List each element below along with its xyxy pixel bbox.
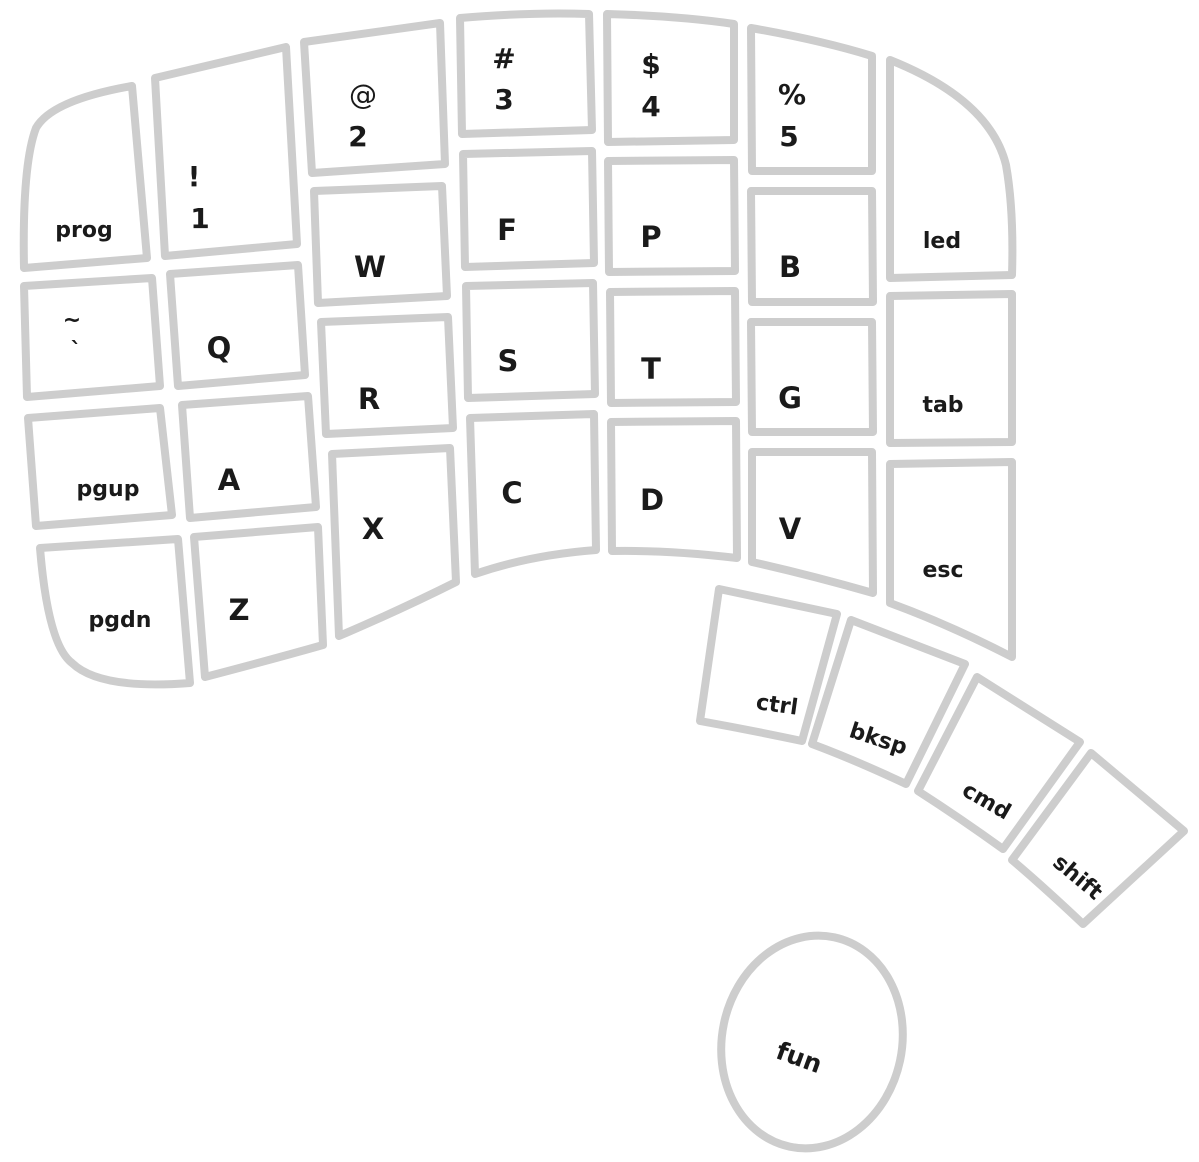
key-prog[interactable]: prog bbox=[19, 82, 151, 272]
key-b[interactable]: B bbox=[747, 187, 877, 306]
key-f-label: F bbox=[497, 213, 517, 247]
key-esc-label: esc bbox=[922, 558, 963, 583]
key-4-shift-label: $ bbox=[641, 48, 660, 81]
key-g-label: G bbox=[778, 381, 802, 415]
key-x[interactable]: X bbox=[328, 444, 460, 640]
key-c-label: C bbox=[501, 476, 522, 510]
key-w-label: W bbox=[354, 250, 386, 284]
key-g[interactable]: G bbox=[747, 318, 877, 436]
key-c[interactable]: C bbox=[466, 410, 600, 578]
key-led-label: led bbox=[923, 229, 961, 254]
key-led[interactable]: led bbox=[886, 56, 1017, 282]
key-tab[interactable]: tab bbox=[886, 290, 1016, 447]
key-r-label: R bbox=[358, 382, 380, 416]
key-pgdn[interactable]: pgdn bbox=[36, 535, 194, 689]
key-x-label: X bbox=[362, 512, 384, 546]
key-p-label: P bbox=[640, 220, 661, 254]
key-t-label: T bbox=[641, 352, 661, 386]
key-fun[interactable]: fun bbox=[702, 919, 923, 1162]
key-1-base-label: 1 bbox=[190, 202, 209, 235]
key-grave-base-label: ` bbox=[71, 339, 82, 364]
key-3[interactable]: # 3 bbox=[456, 9, 596, 138]
key-p[interactable]: P bbox=[604, 156, 739, 276]
key-ctrl-label: ctrl bbox=[754, 690, 799, 721]
key-z[interactable]: Z bbox=[190, 523, 327, 681]
key-a-label: A bbox=[218, 463, 241, 497]
key-a[interactable]: A bbox=[178, 392, 320, 522]
key-d-label: D bbox=[640, 483, 664, 517]
key-pgup-label: pgup bbox=[77, 477, 140, 502]
key-s[interactable]: S bbox=[462, 279, 599, 402]
key-2[interactable]: @ 2 bbox=[300, 19, 449, 177]
key-esc[interactable]: esc bbox=[886, 458, 1016, 661]
key-b-label: B bbox=[779, 250, 801, 284]
key-5[interactable]: % 5 bbox=[747, 24, 876, 175]
key-3-shift-label: # bbox=[492, 42, 515, 75]
key-z-label: Z bbox=[228, 593, 249, 627]
key-q[interactable]: Q bbox=[166, 261, 309, 390]
key-shift[interactable]: shift bbox=[1008, 749, 1188, 928]
key-t[interactable]: T bbox=[606, 287, 740, 407]
key-4-base-label: 4 bbox=[641, 90, 660, 123]
key-q-label: Q bbox=[207, 331, 232, 365]
key-pgup[interactable]: pgup bbox=[24, 404, 176, 530]
key-2-base-label: 2 bbox=[348, 120, 367, 153]
key-5-base-label: 5 bbox=[779, 120, 798, 153]
key-f[interactable]: F bbox=[459, 147, 598, 271]
key-5-shift-label: % bbox=[778, 78, 806, 111]
key-tab-label: tab bbox=[922, 393, 963, 418]
key-3-base-label: 3 bbox=[494, 83, 513, 116]
key-cmd[interactable]: cmd bbox=[914, 673, 1084, 853]
key-ctrl[interactable]: ctrl bbox=[696, 585, 841, 745]
key-v-label: V bbox=[779, 512, 802, 546]
key-v[interactable]: V bbox=[748, 448, 877, 597]
key-w[interactable]: W bbox=[310, 182, 451, 307]
key-grave-shift-label: ~ bbox=[63, 308, 81, 333]
key-pgdn-label: pgdn bbox=[89, 608, 152, 633]
key-1[interactable]: ! 1 bbox=[151, 43, 301, 260]
key-1-shift-label: ! bbox=[188, 160, 201, 193]
key-grave[interactable]: ~ ` bbox=[20, 274, 164, 401]
key-r[interactable]: R bbox=[317, 313, 457, 438]
key-2-shift-label: @ bbox=[349, 78, 377, 111]
key-s-label: S bbox=[498, 344, 519, 378]
key-4[interactable]: $ 4 bbox=[603, 10, 738, 146]
key-bksp[interactable]: bksp bbox=[808, 616, 969, 788]
key-d[interactable]: D bbox=[607, 417, 741, 562]
key-prog-label: prog bbox=[55, 218, 112, 243]
